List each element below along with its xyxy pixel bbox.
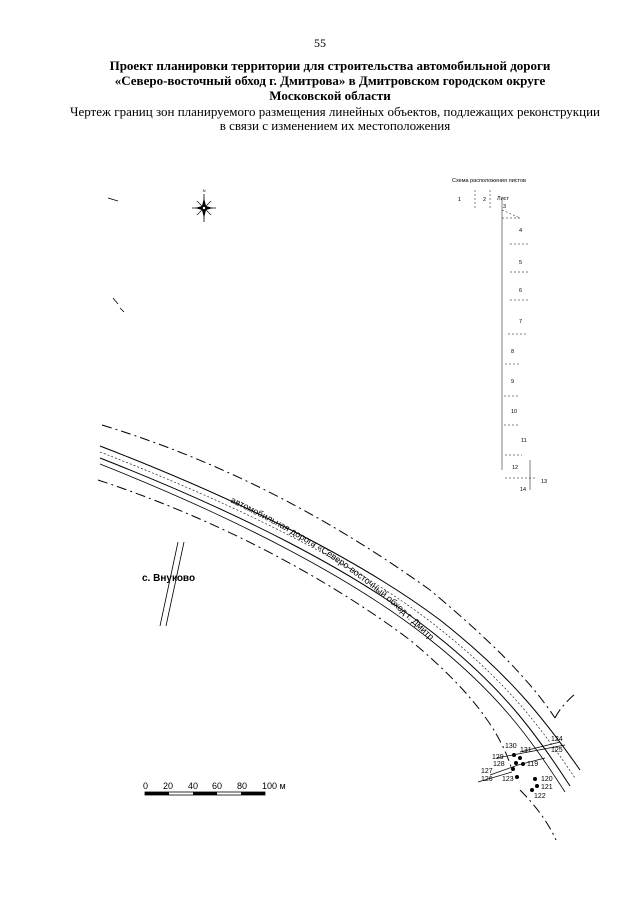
title-line-1: Проект планировки территории для строите…	[109, 58, 551, 73]
point-label-123: 123	[502, 776, 514, 783]
road-label-text: автомобильная дорога «Северо-восточный о…	[0, 0, 436, 642]
page-title: Проект планировки территории для строите…	[60, 58, 600, 103]
scale-tick-20: 20	[163, 781, 173, 791]
title-line-2: «Северо-восточный обход г. Дмитрова» в Д…	[114, 73, 546, 88]
point-label-120: 120	[541, 776, 553, 783]
road-label: автомобильная дорога «Северо-восточный о…	[0, 0, 436, 642]
scale-tick-100: 100 м	[262, 781, 286, 791]
svg-text:N: N	[203, 188, 206, 193]
sheet-4: 4	[519, 228, 522, 234]
scale-tick-0: 0	[143, 781, 148, 791]
points-cluster: 130 131 129 128 119 127 126 123 120 121 …	[477, 736, 566, 800]
lower-boundary-line	[97, 479, 513, 771]
title-line-3: Московской области	[269, 88, 391, 103]
scale-tick-60: 60	[212, 781, 222, 791]
page-subtitle: Чертеж границ зон планируемого размещени…	[60, 105, 610, 133]
sheet-header: Лист	[497, 196, 509, 202]
point-label-119: 119	[527, 761, 538, 768]
sheet-col-2: 2	[483, 197, 486, 203]
scale-bar: 0 20 40 60 80 100 м	[143, 781, 286, 796]
point-label-129: 129	[492, 754, 504, 761]
road-edge-bottom-2	[99, 463, 566, 793]
point-label-127: 127	[481, 768, 493, 775]
sheet-3: 3	[503, 204, 506, 210]
corner-boundary-line	[554, 693, 576, 719]
sheet-9: 9	[511, 379, 514, 385]
point-label-128: 128	[493, 761, 505, 768]
subtitle-line-1: Чертеж границ зон планируемого размещени…	[70, 104, 600, 119]
stray-marks	[107, 197, 125, 313]
road	[99, 445, 581, 793]
local-road	[159, 541, 185, 627]
sheet-14: 14	[520, 487, 526, 493]
sheet-7: 7	[519, 319, 522, 325]
sheet-col-1: 1	[458, 197, 461, 203]
sheet-13: 13	[541, 479, 547, 485]
sheet-10: 10	[511, 409, 517, 415]
point-label-125: 125	[551, 747, 563, 754]
road-centerline	[99, 451, 576, 779]
bottom-boundary-line	[519, 789, 557, 841]
compass-rose-icon: N	[192, 188, 216, 222]
sheet-6: 6	[519, 288, 522, 294]
road-edge-top	[99, 445, 581, 771]
point-label-122: 122	[534, 793, 546, 800]
sheet-5: 5	[519, 260, 522, 266]
subtitle-line-2: в связи с изменением их местоположения	[219, 118, 451, 133]
road-edge-bottom	[99, 457, 571, 787]
scale-tick-40: 40	[188, 781, 198, 791]
point-label-121: 121	[541, 784, 553, 791]
upper-boundary-line	[101, 424, 556, 719]
page-number: 55	[314, 36, 326, 50]
point-label-131: 131	[520, 747, 532, 754]
point-label-124: 124	[551, 736, 563, 743]
sheet-8: 8	[511, 349, 514, 355]
sheet-12: 12	[512, 465, 518, 471]
zone-boundaries	[97, 424, 576, 841]
sheet-11: 11	[521, 438, 527, 444]
sheet-layout-schema: Схема расположения листов 1 2 Лист 3 4 5…	[452, 178, 547, 493]
village-label: с. Внуково	[142, 573, 195, 584]
scale-tick-80: 80	[237, 781, 247, 791]
sheet-layout-title: Схема расположения листов	[452, 178, 526, 184]
point-label-130: 130	[505, 743, 517, 750]
point-label-126: 126	[481, 776, 493, 783]
